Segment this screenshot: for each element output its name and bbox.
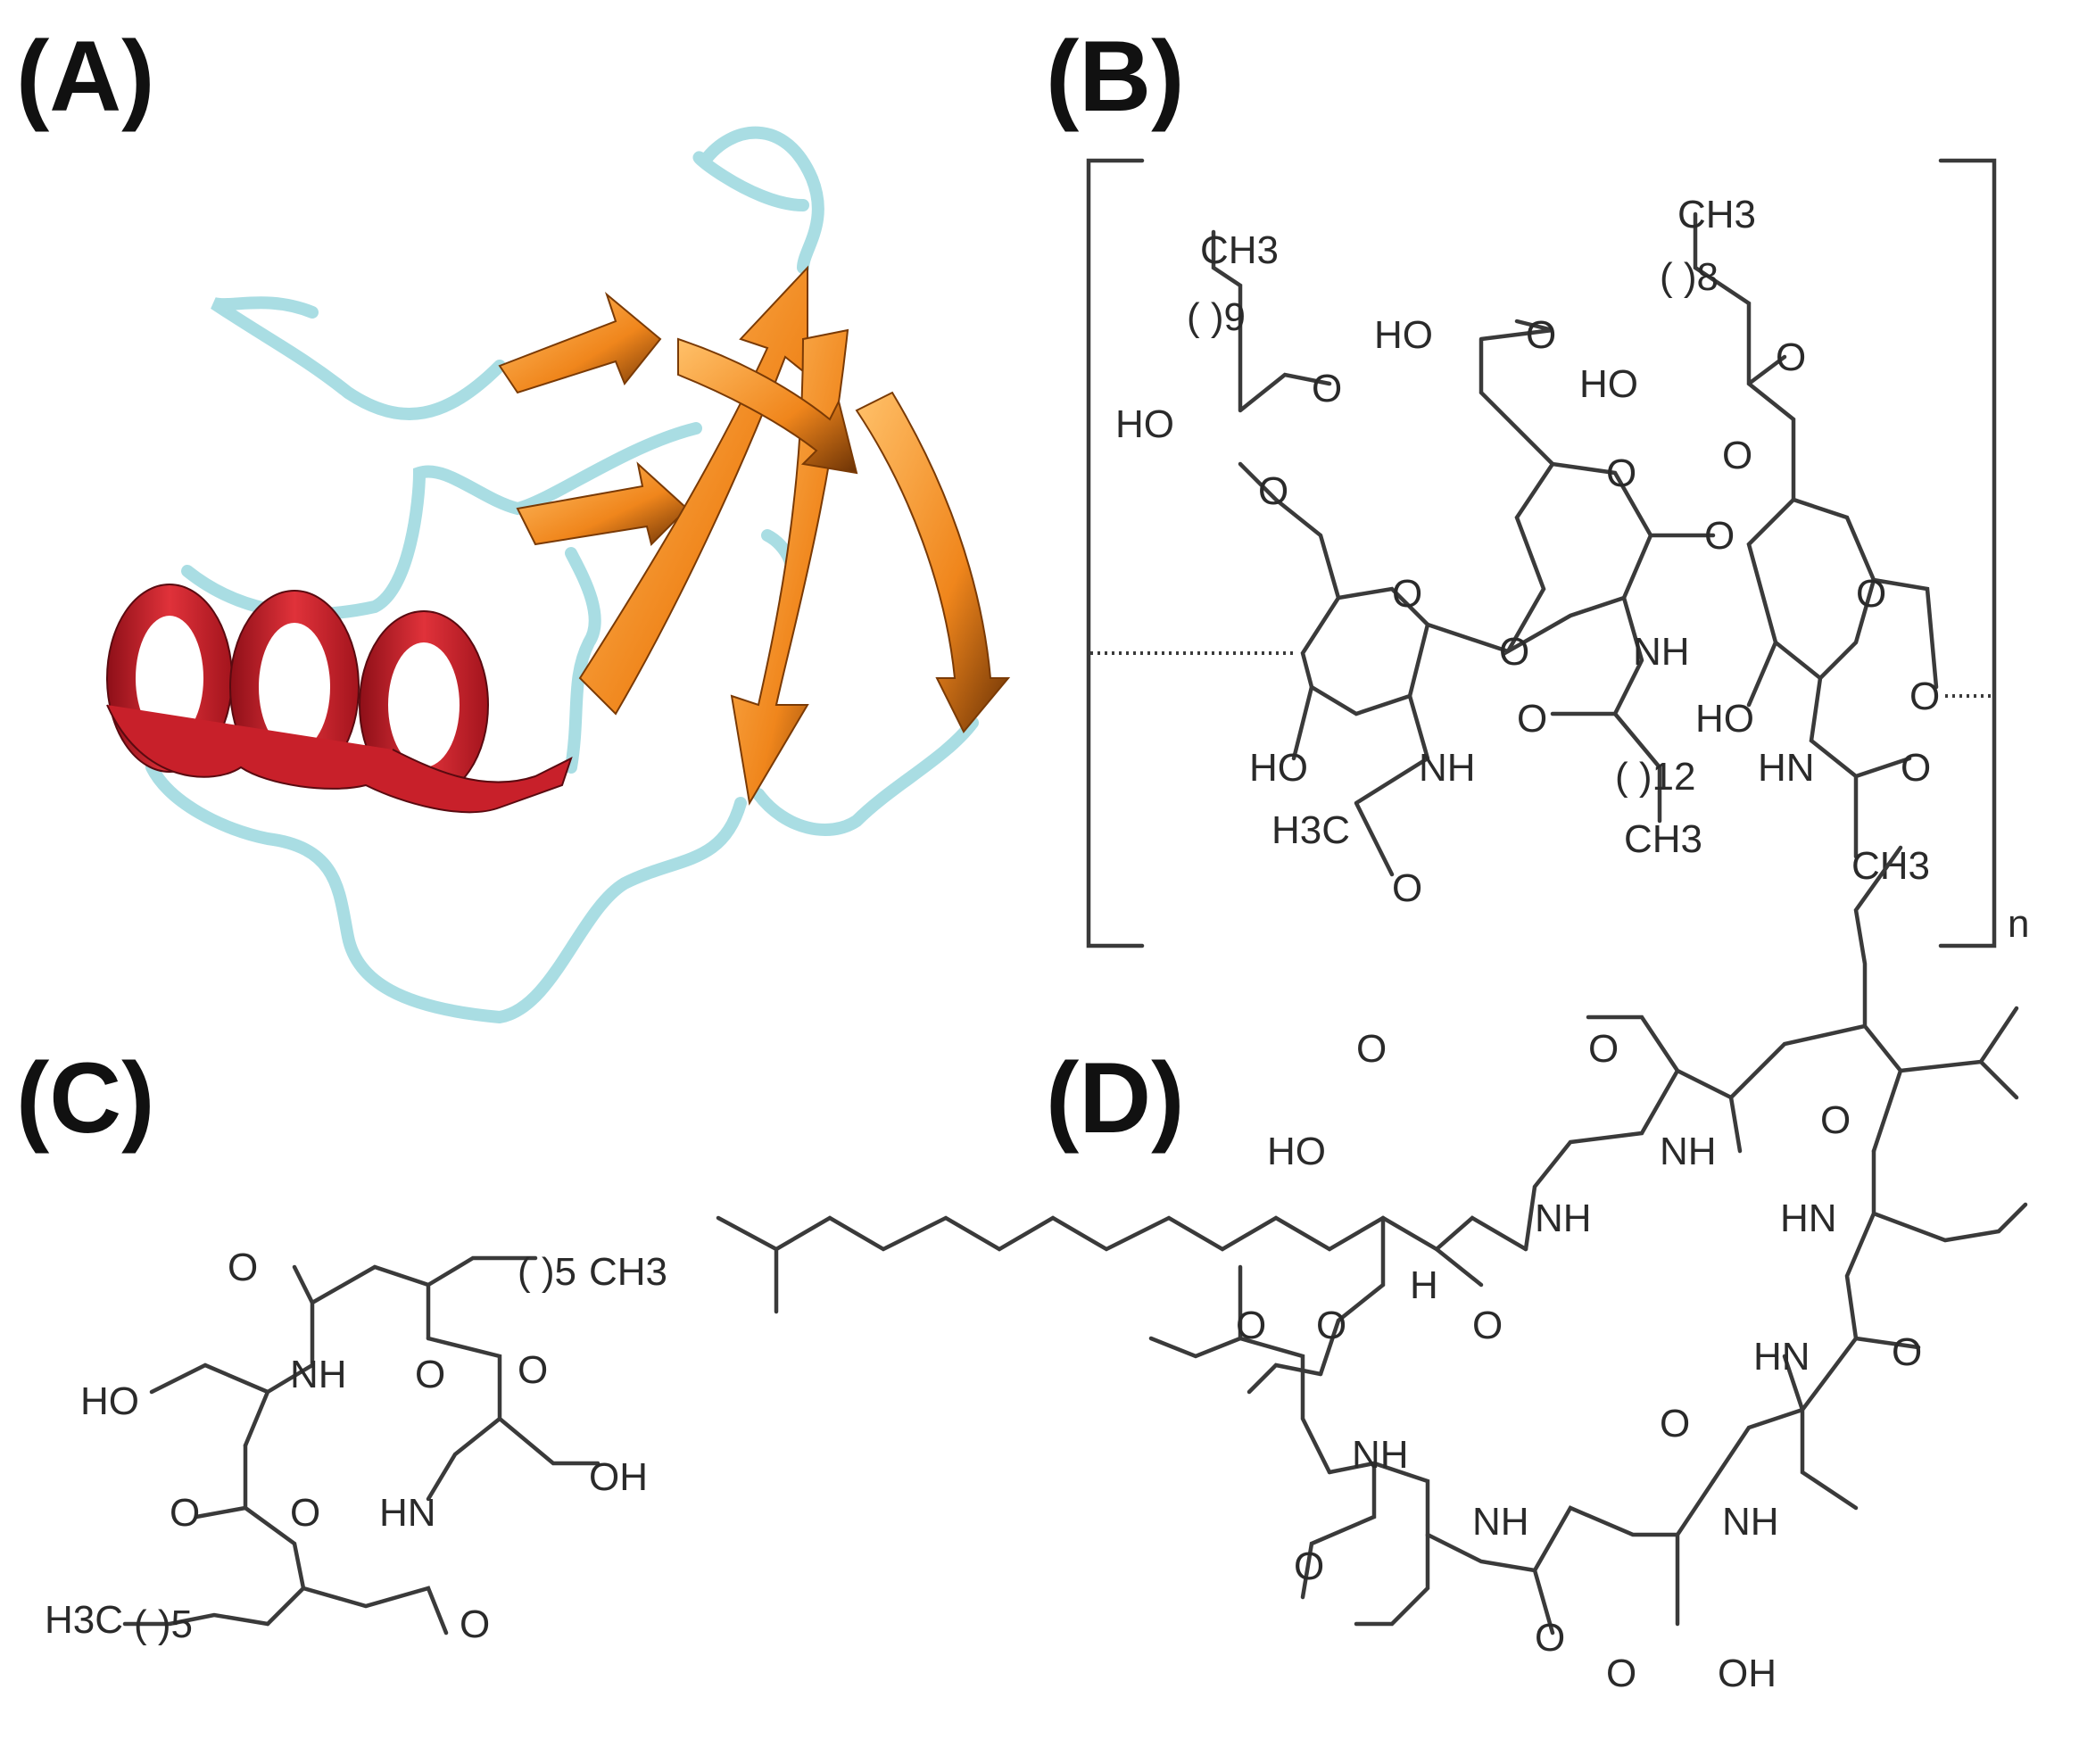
alpha-helix [106, 584, 573, 814]
panel-label-a: (A) [16, 21, 155, 132]
svg-text:O: O [1312, 367, 1342, 410]
svg-text:NH: NH [290, 1353, 347, 1396]
svg-text:O: O [1258, 469, 1288, 513]
svg-text:HO: HO [1267, 1130, 1326, 1173]
svg-text:CH3: CH3 [1851, 844, 1930, 888]
structure-c: CH3 ( )5 H3C ( )5 HO OH NH HN O O O O O … [45, 1246, 667, 1646]
svg-text:O: O [1535, 1616, 1565, 1660]
panel-label-b: (B) [1046, 21, 1185, 132]
svg-text:O: O [1892, 1330, 1922, 1374]
structure-d-atoms: HO OH NH NH HN HN NH NH NH H O O O O O O… [1236, 1027, 1922, 1695]
svg-text:OH: OH [589, 1455, 648, 1499]
svg-text:H3C: H3C [45, 1598, 123, 1642]
svg-text:O: O [1472, 1304, 1503, 1347]
svg-text:O: O [1820, 1098, 1851, 1142]
svg-text:O: O [1722, 434, 1752, 477]
svg-text:HN: HN [1753, 1335, 1810, 1379]
bracket-left [1086, 158, 1145, 948]
svg-text:H: H [1410, 1263, 1438, 1307]
structure-b-atoms: CH3 CH3 ( )9 ( )8 HO HO HO HO HO NH NH H… [1115, 193, 1940, 910]
svg-text:O: O [1704, 514, 1735, 558]
svg-text:NH: NH [1633, 630, 1690, 674]
beta-sheet [498, 265, 1011, 806]
svg-text:O: O [228, 1246, 258, 1289]
protein-ribbon [106, 126, 1011, 1024]
svg-text:HO: HO [1695, 697, 1754, 741]
bracket-right [1938, 158, 1997, 948]
svg-text:O: O [1517, 697, 1547, 741]
svg-text:O: O [518, 1348, 548, 1392]
svg-text:O: O [1236, 1304, 1266, 1347]
svg-text:CH3: CH3 [1624, 817, 1702, 861]
svg-text:O: O [1392, 866, 1422, 910]
svg-text:( )5: ( )5 [134, 1603, 193, 1646]
svg-text:O: O [1660, 1402, 1690, 1445]
svg-text:O: O [290, 1491, 320, 1535]
svg-text:CH3: CH3 [1677, 193, 1756, 236]
svg-text:HO: HO [1374, 313, 1433, 357]
svg-text:HN: HN [1758, 746, 1815, 790]
svg-text:HO: HO [80, 1379, 139, 1423]
svg-text:O: O [1294, 1545, 1324, 1588]
structure-b: n CH3 CH3 ( )9 ( )8 HO HO HO HO HO NH NH… [1086, 158, 2029, 948]
svg-text:O: O [1776, 335, 1806, 379]
svg-text:( )9: ( )9 [1187, 295, 1246, 339]
svg-text:NH: NH [1535, 1197, 1592, 1240]
svg-text:O: O [170, 1491, 200, 1535]
svg-text:O: O [415, 1353, 445, 1396]
svg-text:H3C: H3C [1271, 808, 1350, 852]
svg-text:HO: HO [1579, 362, 1638, 406]
repeat-subscript: n [2008, 902, 2029, 946]
svg-text:( )8: ( )8 [1660, 255, 1719, 299]
svg-text:( )5: ( )5 [518, 1250, 576, 1294]
svg-text:O: O [1356, 1027, 1387, 1071]
svg-text:( )12: ( )12 [1615, 755, 1695, 799]
panel-label-c: (C) [16, 1042, 155, 1154]
svg-text:CH3: CH3 [589, 1250, 667, 1294]
svg-text:NH: NH [1419, 746, 1476, 790]
svg-text:HN: HN [379, 1491, 436, 1535]
svg-text:O: O [1499, 630, 1529, 674]
svg-text:HN: HN [1780, 1197, 1837, 1240]
svg-text:O: O [1856, 572, 1886, 616]
structure-d: HO OH NH NH HN HN NH NH NH H O O O O O O… [716, 845, 2028, 1695]
svg-text:NH: NH [1660, 1130, 1717, 1173]
svg-text:O: O [1526, 313, 1556, 357]
svg-text:O: O [1316, 1304, 1346, 1347]
svg-text:CH3: CH3 [1200, 228, 1279, 272]
svg-text:O: O [1392, 572, 1422, 616]
svg-text:O: O [1606, 451, 1636, 495]
svg-text:O: O [460, 1603, 490, 1646]
svg-text:O: O [1606, 1652, 1636, 1695]
svg-text:O: O [1901, 746, 1931, 790]
svg-text:O: O [1588, 1027, 1619, 1071]
svg-text:NH: NH [1722, 1500, 1779, 1544]
svg-text:O: O [1909, 675, 1940, 718]
loop-coil [145, 126, 979, 1024]
svg-text:NH: NH [1472, 1500, 1529, 1544]
svg-text:HO: HO [1249, 746, 1308, 790]
svg-text:NH: NH [1352, 1433, 1409, 1477]
structure-c-atoms: CH3 ( )5 H3C ( )5 HO OH NH HN O O O O O … [45, 1246, 667, 1646]
svg-text:HO: HO [1115, 402, 1174, 446]
svg-text:OH: OH [1718, 1652, 1777, 1695]
panel-label-d: (D) [1046, 1042, 1185, 1154]
